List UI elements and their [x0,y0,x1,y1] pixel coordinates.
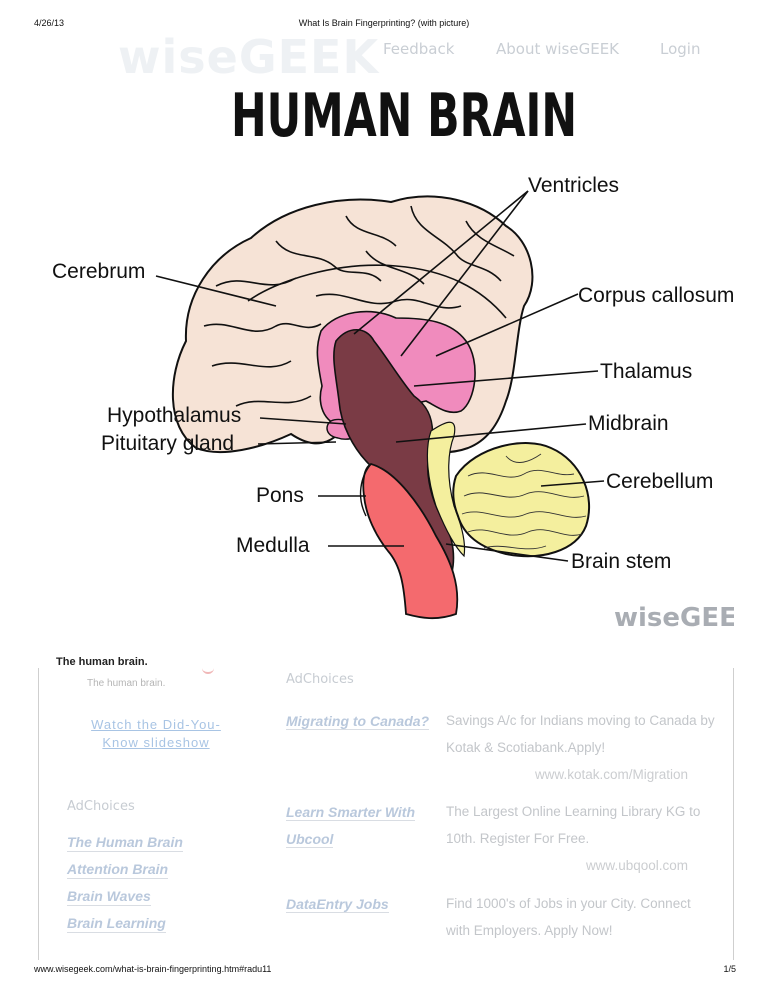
keyword-link[interactable]: Brain Learning [67,915,166,933]
frame-line-left [38,668,39,960]
label-midbrain: Midbrain [588,412,669,435]
decorative-mark [202,664,214,674]
label-cerebellum: Cerebellum [606,470,713,493]
ad-title-link[interactable]: DataEntry Jobs [286,891,436,918]
label-thalamus: Thalamus [600,360,692,383]
slideshow-link[interactable]: Watch the Did-You-Know slideshow [76,716,236,752]
ad-title-link[interactable]: Migrating to Canada? [286,708,436,735]
ad-url-link[interactable]: www.kotak.com/Migration [535,767,688,782]
label-medulla: Medulla [236,534,310,557]
ad-description: The Largest Online Learning Library KG t… [446,798,716,852]
adchoices-label-left[interactable]: AdChoices [67,799,135,814]
ad-url-link[interactable]: www.ubqool.com [586,858,688,873]
label-cerebrum: Cerebrum [52,260,145,283]
label-brain-stem: Brain stem [571,550,671,573]
keyword-link[interactable]: Attention Brain [67,861,168,879]
print-title: What Is Brain Fingerprinting? (with pict… [0,18,768,28]
print-page-number: 1/5 [723,964,736,974]
label-pons: Pons [256,484,304,507]
image-caption: The human brain. [56,656,148,668]
diagram-watermark: wiseGEEK [614,603,734,633]
ad-title-link[interactable]: Learn Smarter With Ubcool [286,799,436,853]
keyword-link[interactable]: The Human Brain [67,834,183,852]
brain-diagram: HUMAN BRAIN [36,56,734,646]
ad-description: Savings A/c for Indians moving to Canada… [446,707,716,761]
keyword-link[interactable]: Brain Waves [67,888,151,906]
image-caption-secondary: The human brain. [87,678,165,689]
label-corpus-callosum: Corpus callosum [578,284,734,307]
adchoices-label-right[interactable]: AdChoices [286,672,354,687]
label-hypothalamus: Hypothalamus [107,404,241,427]
label-ventricles: Ventricles [528,174,619,197]
print-footer-url: www.wisegeek.com/what-is-brain-fingerpri… [34,964,271,974]
label-pituitary-gland: Pituitary gland [101,432,234,455]
ad-description: Find 1000's of Jobs in your City. Connec… [446,890,716,944]
frame-line-right [733,668,734,960]
diagram-heading: HUMAN BRAIN [231,81,577,151]
cerebellum-shape [453,443,589,556]
brain-diagram-svg: HUMAN BRAIN [36,56,734,646]
